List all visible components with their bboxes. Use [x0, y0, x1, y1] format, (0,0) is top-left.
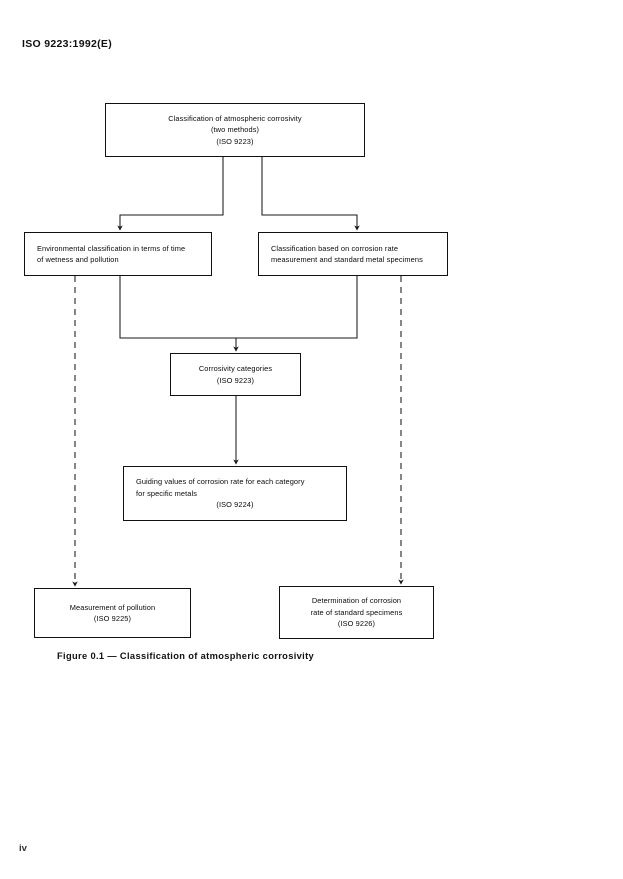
node-line: (ISO 9226): [337, 619, 376, 629]
node-line: of wetness and pollution: [37, 255, 119, 264]
node-line: for specific metals: [136, 488, 198, 498]
node-line: (two methods): [210, 125, 260, 135]
document-header: ISO 9223:1992(E): [22, 38, 113, 50]
node-line: rate of standard specimens: [310, 607, 403, 617]
node-line: (ISO 9224): [216, 500, 254, 510]
node-determination-of-corrosion-rate[interactable]: Determination of corrosion rate of stand…: [279, 586, 434, 639]
page-number: iv: [19, 843, 27, 854]
connector-environmental-to-merge: [119, 276, 236, 339]
node-environmental-classification[interactable]: Environmental classification in terms of…: [24, 232, 212, 276]
node-line: Environmental classification in terms of…: [37, 243, 186, 253]
connector-top-to-environmental: [117, 157, 224, 231]
node-line: Classification of atmospheric corrosivit…: [168, 113, 302, 123]
node-line: (ISO 9223): [216, 375, 255, 385]
connector-top-to-corrosion-rate: [261, 157, 360, 231]
node-guiding-values-of-corrosion-rate[interactable]: Guiding values of corrosion rate for eac…: [123, 466, 347, 521]
node-measurement-of-pollution[interactable]: Measurement of pollution (ISO 9225): [34, 588, 191, 638]
connector-corrosion-rate-to-merge: [236, 276, 358, 339]
node-line: (ISO 9223): [216, 136, 254, 146]
node-line: Measurement of pollution: [69, 602, 156, 612]
node-line: Determination of corrosion: [311, 596, 402, 606]
node-classification-of-atmospheric-corrosivity[interactable]: Classification of atmospheric corrosivit…: [105, 103, 365, 157]
node-line: Guiding values of corrosion rate for eac…: [136, 477, 305, 487]
node-line: Corrosivity categories: [198, 364, 273, 374]
node-corrosivity-categories[interactable]: Corrosivity categories (ISO 9223): [170, 353, 301, 396]
node-line: measurement and standard metal specimens: [271, 255, 423, 264]
figure-0-1: Classification of atmospheric corrosivit…: [24, 103, 448, 661]
node-line: (ISO 9225): [93, 614, 132, 623]
node-classification-based-on-corrosion-rate[interactable]: Classification based on corrosion rate m…: [258, 232, 448, 276]
figure-caption: Figure 0.1 — Classification of atmospher…: [57, 651, 315, 661]
node-line: Classification based on corrosion rate: [271, 243, 399, 253]
